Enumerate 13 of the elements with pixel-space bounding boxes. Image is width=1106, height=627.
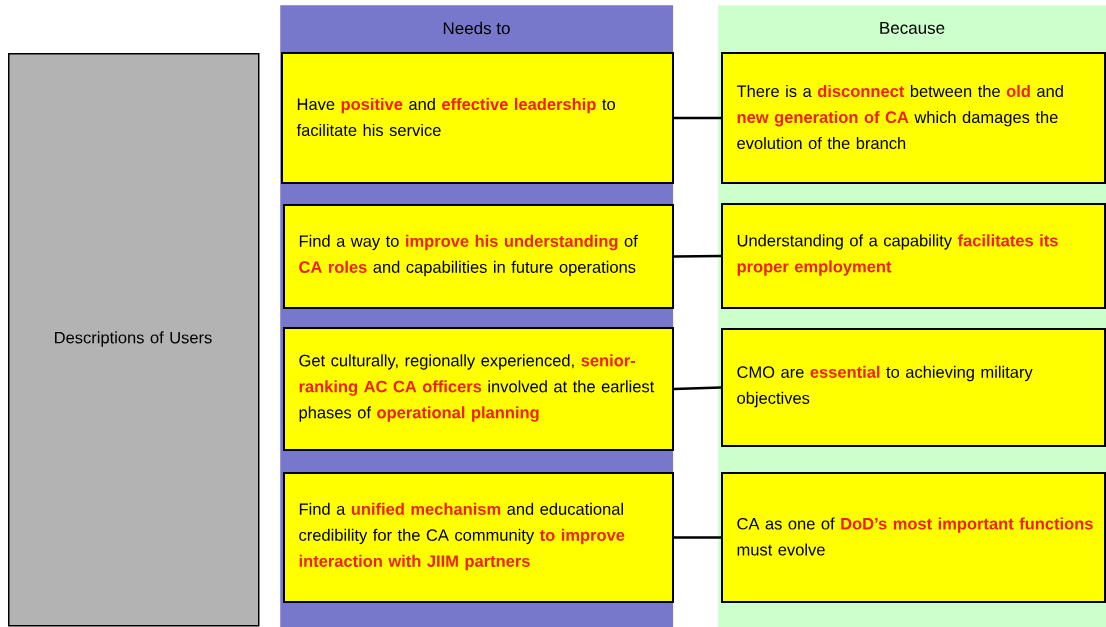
text-box: Find a way to improve his understanding of CA roles and capabilities in future operations (283, 204, 674, 309)
text-box: CA as one of DoD’s most important functions must evolve (721, 472, 1106, 603)
text-box: CMO are essential to achieving military objectives (721, 328, 1106, 447)
connector-line (674, 116, 721, 120)
description-box: Descriptions of Users (8, 53, 260, 627)
text-box: Understanding of a capability facilitates its proper employment (721, 203, 1106, 309)
text-box: There is a disconnect between the old and new generation of CA which damages the evolution of the branch (721, 52, 1106, 184)
connector-line (674, 254, 722, 258)
text-box: Find a unified mechanism and educational credibility for the CA community to improve interaction with JIIM partners (283, 472, 674, 603)
connector-line (674, 536, 721, 539)
text-box: Have positive and effective leadership to facilitate his service (281, 52, 674, 184)
text-box: Get culturally, regionally experienced, senior-ranking AC CA officers involved at the earliest phases of operational planning (283, 327, 674, 451)
connector-line (673, 386, 722, 391)
